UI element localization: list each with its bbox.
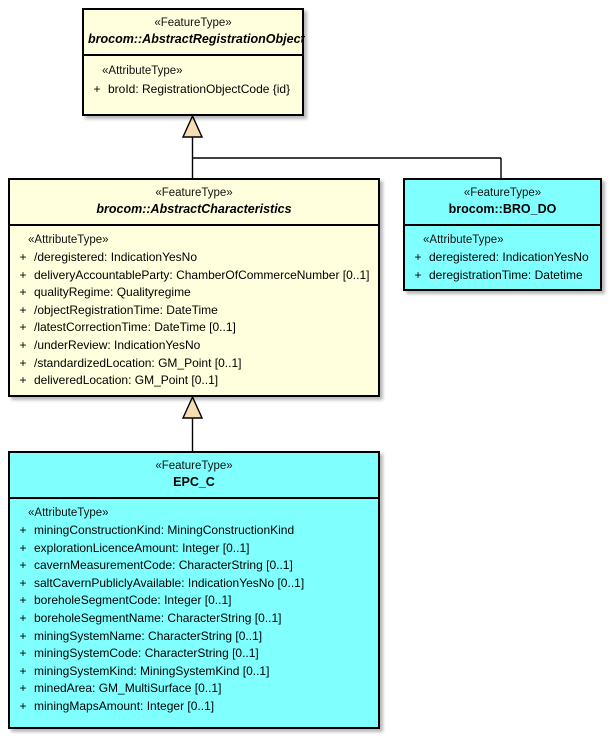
attribute-visibility: + bbox=[19, 575, 27, 590]
class-header: «FeatureType» brocom::AbstractRegistrati… bbox=[84, 10, 305, 56]
attribute-row: + explorationLicenceAmount: Integer [0..… bbox=[12, 540, 376, 558]
class-box-epc-c[interactable]: «FeatureType» EPC_C «AttributeType» + mi… bbox=[8, 451, 380, 729]
class-stereotype: «FeatureType» bbox=[155, 187, 233, 199]
attribute-visibility: + bbox=[19, 593, 27, 608]
attribute-signature: boreholeSegmentName: CharacterString [0.… bbox=[34, 610, 282, 625]
attribute-row: + deregistrationTime: Datetime bbox=[407, 267, 598, 285]
attribute-visibility: + bbox=[414, 250, 422, 264]
generalization-arrowhead bbox=[181, 395, 204, 419]
class-box-abstract-registration-object[interactable]: «FeatureType» brocom::AbstractRegistrati… bbox=[82, 8, 305, 116]
attribute-row: + boreholeSegmentCode: Integer [0..1] bbox=[12, 592, 376, 610]
attribute-visibility: + bbox=[19, 663, 27, 678]
class-attributes-compartment: «AttributeType» + deregistered: Indicati… bbox=[405, 226, 600, 290]
attribute-signature: minedArea: GM_MultiSurface [0..1] bbox=[34, 681, 222, 696]
attribute-visibility: + bbox=[19, 337, 27, 352]
attribute-row: + qualityRegime: Qualityregime bbox=[12, 284, 376, 302]
attribute-visibility: + bbox=[93, 82, 101, 96]
attribute-visibility: + bbox=[19, 320, 27, 335]
class-attributes-compartment: «AttributeType» + miningConstructionKind… bbox=[10, 499, 378, 722]
attribute-row: + miningSystemKind: MiningSystemKind [0.… bbox=[12, 663, 376, 681]
attribute-signature: miningMapsAmount: Integer [0..1] bbox=[34, 698, 215, 713]
attribute-row: + miningConstructionKind: MiningConstruc… bbox=[12, 522, 376, 540]
attribute-row: + miningSystemName: CharacterString [0..… bbox=[12, 628, 376, 646]
attribute-row: + /standardizedLocation: GM_Point [0..1] bbox=[12, 355, 376, 373]
attribute-row: + /latestCorrectionTime: DateTime [0..1] bbox=[12, 319, 376, 337]
attribute-visibility: + bbox=[19, 355, 27, 370]
class-header: «FeatureType» brocom::AbstractCharacteri… bbox=[10, 180, 378, 226]
attribute-signature: miningSystemCode: CharacterString [0..1] bbox=[34, 646, 259, 661]
attribute-visibility: + bbox=[414, 267, 422, 282]
attribute-visibility: + bbox=[19, 646, 27, 661]
attribute-signature: cavernMeasurementCode: CharacterString [… bbox=[34, 558, 293, 573]
generalization-abstract-registration-object bbox=[181, 114, 502, 178]
attribute-row: + deliveredLocation: GM_Point [0..1] bbox=[12, 372, 376, 390]
attribute-compartment-stereotype: «AttributeType» bbox=[102, 65, 183, 77]
attribute-visibility: + bbox=[19, 523, 27, 537]
generalization-abstract-characteristics bbox=[181, 395, 204, 451]
class-stereotype: «FeatureType» bbox=[154, 17, 232, 29]
attribute-signature: deliveredLocation: GM_Point [0..1] bbox=[34, 373, 219, 388]
attribute-compartment-stereotype: «AttributeType» bbox=[423, 234, 504, 246]
attribute-signature: deregistered: IndicationYesNo bbox=[429, 250, 589, 264]
attribute-row: + deregistered: IndicationYesNo bbox=[407, 249, 598, 267]
attribute-signature: miningConstructionKind: MiningConstructi… bbox=[34, 523, 295, 537]
attribute-signature: broId: RegistrationObjectCode {id} bbox=[108, 82, 291, 96]
attribute-compartment-stereotype: «AttributeType» bbox=[28, 234, 109, 246]
attribute-signature: /latestCorrectionTime: DateTime [0..1] bbox=[34, 320, 236, 335]
attribute-visibility: + bbox=[19, 610, 27, 625]
attribute-visibility: + bbox=[19, 302, 27, 317]
attribute-row: + deliveryAccountableParty: ChamberOfCom… bbox=[12, 267, 376, 285]
class-name: brocom::AbstractRegistrationObject bbox=[88, 32, 305, 46]
attribute-signature: /deregistered: IndicationYesNo bbox=[34, 250, 197, 264]
attribute-visibility: + bbox=[19, 628, 27, 643]
attribute-signature: miningSystemName: CharacterString [0..1] bbox=[34, 628, 263, 643]
class-stereotype: «FeatureType» bbox=[463, 187, 542, 199]
attribute-row: + /objectRegistrationTime: DateTime bbox=[12, 302, 376, 320]
attribute-visibility: + bbox=[19, 698, 27, 713]
attribute-row: + /deregistered: IndicationYesNo bbox=[12, 249, 376, 267]
attribute-compartment-stereotype: «AttributeType» bbox=[28, 507, 109, 519]
attribute-visibility: + bbox=[19, 558, 27, 573]
class-attributes-compartment: «AttributeType» + broId: RegistrationObj… bbox=[84, 56, 302, 104]
class-box-bro-do[interactable]: «FeatureType» brocom::BRO_DO «AttributeT… bbox=[403, 178, 602, 291]
class-name: brocom::BRO_DO bbox=[448, 202, 557, 216]
class-name: EPC_C bbox=[173, 475, 215, 489]
attribute-row: + cavernMeasurementCode: CharacterString… bbox=[12, 557, 376, 575]
class-header: «FeatureType» brocom::BRO_DO bbox=[405, 180, 600, 226]
class-name: brocom::AbstractCharacteristics bbox=[96, 202, 292, 216]
attribute-visibility: + bbox=[19, 540, 27, 555]
attribute-signature: explorationLicenceAmount: Integer [0..1] bbox=[34, 540, 250, 555]
attribute-signature: /objectRegistrationTime: DateTime bbox=[34, 302, 218, 317]
attribute-row: + minedArea: GM_MultiSurface [0..1] bbox=[12, 680, 376, 698]
attribute-signature: deregistrationTime: Datetime bbox=[429, 267, 583, 282]
attribute-signature: deliveryAccountableParty: ChamberOfComme… bbox=[34, 267, 370, 282]
attribute-visibility: + bbox=[19, 250, 27, 264]
class-stereotype: «FeatureType» bbox=[155, 460, 233, 472]
generalization-arrowhead bbox=[181, 114, 204, 138]
attribute-row: + saltCavernPubliclyAvailable: Indicatio… bbox=[12, 575, 376, 593]
attribute-visibility: + bbox=[19, 373, 27, 388]
attribute-visibility: + bbox=[19, 681, 27, 696]
attribute-signature: /standardizedLocation: GM_Point [0..1] bbox=[34, 355, 242, 370]
attribute-row: + miningMapsAmount: Integer [0..1] bbox=[12, 698, 376, 716]
attribute-row: + broId: RegistrationObjectCode {id} bbox=[86, 80, 300, 98]
attribute-signature: qualityRegime: Qualityregime bbox=[34, 285, 191, 300]
attribute-signature: /underReview: IndicationYesNo bbox=[34, 337, 201, 352]
attribute-signature: saltCavernPubliclyAvailable: IndicationY… bbox=[34, 575, 305, 590]
attribute-row: + /underReview: IndicationYesNo bbox=[12, 337, 376, 355]
attribute-row: + miningSystemCode: CharacterString [0..… bbox=[12, 645, 376, 663]
class-attributes-compartment: «AttributeType» + /deregistered: Indicat… bbox=[10, 226, 378, 396]
attribute-signature: boreholeSegmentCode: Integer [0..1] bbox=[34, 593, 232, 608]
attribute-visibility: + bbox=[19, 267, 27, 282]
class-box-abstract-characteristics[interactable]: «FeatureType» brocom::AbstractCharacteri… bbox=[8, 178, 380, 397]
attribute-signature: miningSystemKind: MiningSystemKind [0..1… bbox=[34, 663, 270, 678]
attribute-row: + boreholeSegmentName: CharacterString [… bbox=[12, 610, 376, 628]
class-header: «FeatureType» EPC_C bbox=[10, 453, 378, 499]
attribute-visibility: + bbox=[19, 285, 27, 300]
